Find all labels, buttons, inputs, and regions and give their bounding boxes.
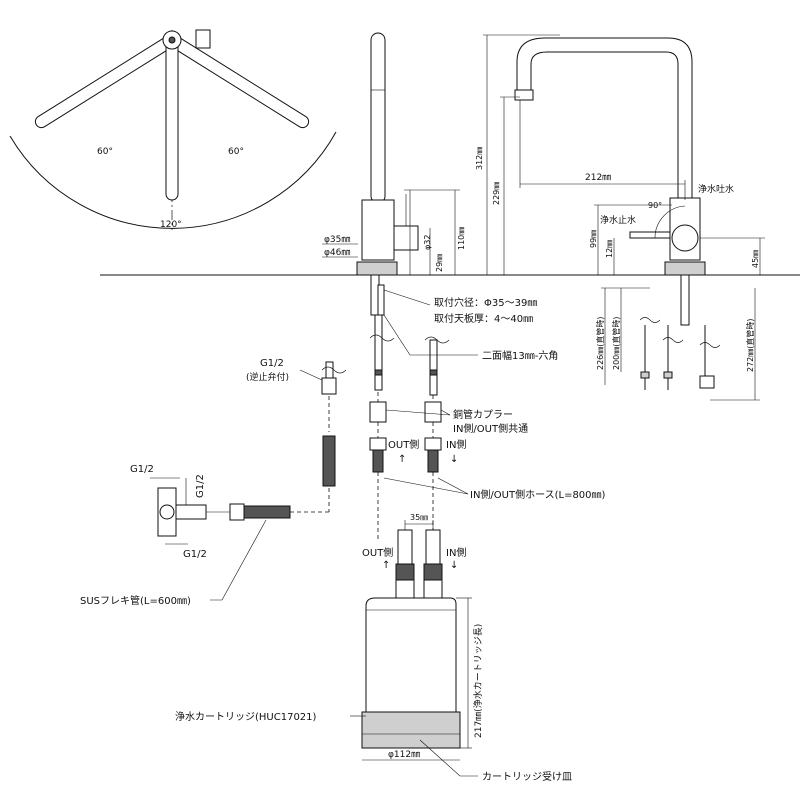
angle-total-label: 120° xyxy=(160,220,182,230)
front-handle-knob xyxy=(671,224,699,252)
cartridge-out-fitting xyxy=(397,529,413,565)
dim-200: 200㎜(直管時) xyxy=(611,316,621,370)
coupler-label-2: IN側/OUT側共通 xyxy=(453,422,528,435)
g12-check-label: G1/2 xyxy=(260,358,284,369)
cart-in-label: IN側 xyxy=(446,546,466,559)
g12-right-label: G1/2 xyxy=(195,474,206,498)
handle-top-view xyxy=(195,29,211,49)
spacing-label: 35㎜ xyxy=(410,513,428,522)
up-arrow: ↑ xyxy=(398,454,406,465)
coupler-in xyxy=(424,401,442,423)
sus-flex-pipe xyxy=(243,505,291,519)
faucet-side-view: 110㎜ 29㎜ φ32 φ35㎜ φ46㎜ xyxy=(322,32,466,316)
faucet-body xyxy=(361,199,395,261)
install-thickness: 取付天板厚：4～40㎜ xyxy=(434,312,533,325)
supply-pipes: 二面幅13㎜-六角 xyxy=(369,314,558,396)
g12-top-label: G1/2 xyxy=(130,464,154,475)
g12-bottom-label: G1/2 xyxy=(183,549,207,560)
cartridge-diameter-label: φ112㎜ xyxy=(388,750,420,760)
flex-pipe-label: SUSフレキ管(L=600㎜) xyxy=(80,594,191,607)
center-spout-position xyxy=(165,39,179,201)
tee-fitting-group: G1/2 G1/2 G1/2 SUSフレキ管(L=600㎜) xyxy=(80,464,291,607)
cart-down-arrow: ↓ xyxy=(450,560,458,571)
dim-226: 226㎜(直管時) xyxy=(595,316,605,370)
coupler-label-1: 銅管カプラー xyxy=(453,408,513,421)
dim-272: 272㎜(直管時) xyxy=(745,318,755,372)
front-base-flange xyxy=(664,261,706,276)
cartridge-tray-label: カートリッジ受け皿 xyxy=(482,771,572,783)
check-valve-group: G1/2 (逆止弁付) xyxy=(246,358,347,513)
hose-end-out xyxy=(369,437,387,451)
cart-up-arrow: ↑ xyxy=(382,560,390,571)
in-side-label: IN側 xyxy=(446,438,466,451)
faucet-front-view: 312㎜ 229㎜ 212㎜ 99㎜ 12㎜ 45㎜ 90° 浄水吐水 浄水止水… xyxy=(475,34,765,401)
cartridge-in-fitting xyxy=(425,529,441,565)
front-check-valve xyxy=(699,375,715,389)
pipe-in xyxy=(429,339,438,396)
dim-12: 12㎜ xyxy=(605,240,614,258)
pipe-out xyxy=(374,314,383,391)
faucet-handle xyxy=(393,225,419,251)
tee-valve-knob xyxy=(159,504,175,520)
dim-229: 229㎜ xyxy=(492,182,501,205)
angle-right-label: 60° xyxy=(228,147,244,157)
label-outlet: 浄水吐水 xyxy=(698,183,734,195)
dim-110: 110㎜ xyxy=(457,227,466,250)
cart-out-label: OUT側 xyxy=(362,546,393,559)
dim-99: 99㎜ xyxy=(589,230,598,248)
cartridge-tray xyxy=(361,711,461,749)
flex-pipe-section xyxy=(322,435,336,487)
shank-nut xyxy=(377,284,385,316)
coupler-group: 銅管カプラー IN側/OUT側共通 OUT側 IN側 ↑ ↓ IN側/OUT側ホ… xyxy=(369,392,606,540)
hose-end-in xyxy=(424,437,442,451)
front-shank xyxy=(680,274,690,326)
angle-left-label: 60° xyxy=(97,147,113,157)
cartridge-group: 35㎜ OUT側 IN側 ↑ ↓ 217㎜(浄水カートリッジ長) φ112㎜ 浄… xyxy=(175,513,572,783)
dim-phi32: φ32 xyxy=(423,235,432,250)
coupler-out xyxy=(369,401,387,423)
front-lever xyxy=(629,231,671,239)
cartridge-name-label: 浄水カートリッジ(HUC17021) xyxy=(175,710,317,723)
label-stop: 浄水止水 xyxy=(600,214,636,226)
check-valve-label: (逆止弁付) xyxy=(246,371,289,383)
dim-312: 312㎜ xyxy=(475,147,484,170)
dim-phi46: φ46㎜ xyxy=(324,248,350,258)
dim-45: 45㎜ xyxy=(751,250,760,268)
sweep-arc xyxy=(9,131,337,229)
dim-29: 29㎜ xyxy=(435,254,444,272)
flex-leader xyxy=(210,519,267,601)
install-hole-dia: 取付穴径：Φ35～39㎜ xyxy=(434,296,537,309)
pivot-center xyxy=(168,36,176,44)
hex-label: 二面幅13㎜-六角 xyxy=(482,349,558,362)
check-valve xyxy=(321,377,337,395)
dim-212: 212㎜ xyxy=(585,173,611,183)
faucet-spout-tube xyxy=(370,32,386,204)
rotation-diagram: 60° 60° 120° xyxy=(9,29,337,230)
spout-outlet xyxy=(514,89,534,101)
dim-90deg: 90° xyxy=(648,201,662,210)
cartridge-length-label: 217㎜(浄水カートリッジ長) xyxy=(472,624,484,738)
hose-label: IN側/OUT側ホース(L=800㎜) xyxy=(470,488,606,501)
out-side-label: OUT側 xyxy=(388,438,419,451)
faucet-base-flange xyxy=(356,261,398,276)
right-spout-position xyxy=(34,36,174,129)
down-arrow: ↓ xyxy=(450,454,458,465)
left-spout-position xyxy=(170,36,310,129)
tee-outlet xyxy=(175,504,207,520)
install-leader xyxy=(383,289,431,306)
dim-phi35: φ35㎜ xyxy=(324,235,350,245)
